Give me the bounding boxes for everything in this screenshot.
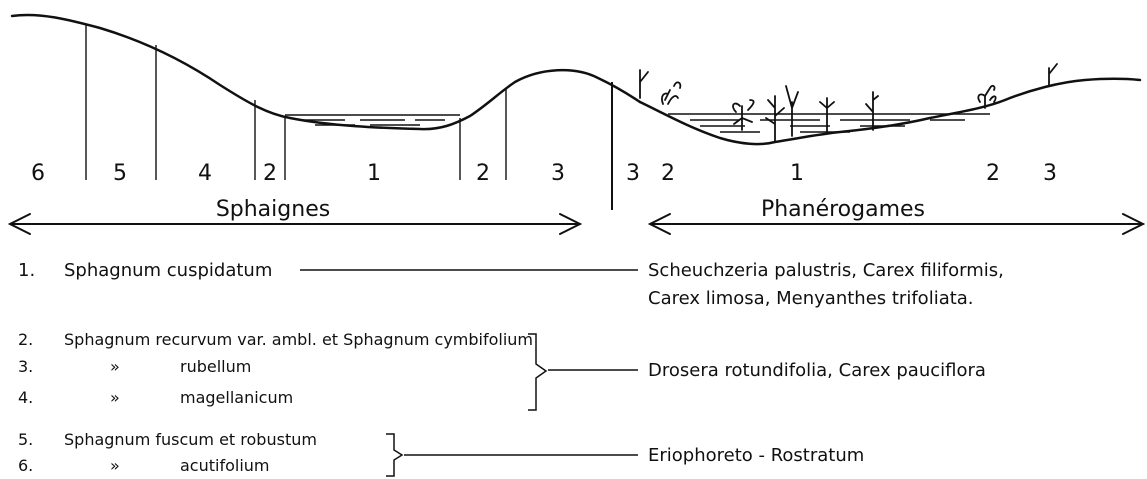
zone-label: 2 — [476, 161, 490, 186]
sedge-small-icon — [1049, 64, 1057, 86]
association-text: Drosera rotundifolia, Carex pauciflora — [648, 360, 986, 381]
zone-label: 3 — [1043, 161, 1057, 186]
zone-labels-right: 3 2 1 2 3 — [626, 161, 1057, 186]
ditto-mark: » — [110, 456, 120, 475]
water-lines — [285, 114, 990, 132]
carex-icon — [786, 86, 798, 136]
zone-label: 5 — [113, 161, 127, 186]
legend-number: 2. — [18, 330, 33, 349]
legend-species: acutifolium — [180, 456, 270, 475]
legend-species: magellanicum — [180, 388, 293, 407]
zone-label: 4 — [198, 161, 212, 186]
legend-number: 1. — [18, 260, 35, 281]
drosera-icon — [662, 82, 680, 104]
zone-label: 1 — [790, 161, 804, 186]
group-brace — [386, 434, 402, 476]
legend-species: Sphagnum fuscum et robustum — [64, 430, 317, 449]
ditto-mark: » — [110, 388, 120, 407]
zone-label: 3 — [626, 161, 640, 186]
zone-label: 1 — [367, 161, 381, 186]
carex-filiformis-icon — [866, 92, 878, 130]
zone-labels-left: 6 5 4 2 1 2 3 — [31, 161, 565, 186]
right-terrain-line — [640, 79, 1140, 144]
association-text: Scheuchzeria palustris, Carex filiformis… — [648, 260, 1004, 281]
ditto-mark: » — [110, 357, 120, 376]
zone-label: 2 — [661, 161, 675, 186]
zone-label: 6 — [31, 161, 45, 186]
sedge-icon — [640, 70, 648, 98]
scheuchzeria-icon — [766, 96, 784, 142]
group-label-sphaignes: Sphaignes — [216, 197, 330, 222]
legend-number: 4. — [18, 388, 33, 407]
carex-limosa-icon — [820, 98, 834, 132]
legend-number: 5. — [18, 430, 33, 449]
association-text: Carex limosa, Menyanthes trifoliata. — [648, 288, 974, 309]
legend-number: 6. — [18, 456, 33, 475]
legend: 1. Sphagnum cuspidatum 2. Sphagnum recur… — [18, 260, 1004, 476]
zone-label: 2 — [986, 161, 1000, 186]
association-text: Eriophoreto - Rostratum — [648, 445, 864, 466]
legend-species: Sphagnum recurvum var. ambl. et Sphagnum… — [64, 330, 533, 349]
legend-species: rubellum — [180, 357, 251, 376]
legend-species: Sphagnum cuspidatum — [64, 260, 272, 281]
legend-number: 3. — [18, 357, 33, 376]
group-label-phanerogames: Phanérogames — [761, 197, 925, 222]
left-terrain-line — [12, 15, 640, 129]
terrain-profile — [12, 15, 1140, 144]
zone-label: 3 — [551, 161, 565, 186]
zone-label: 2 — [263, 161, 277, 186]
